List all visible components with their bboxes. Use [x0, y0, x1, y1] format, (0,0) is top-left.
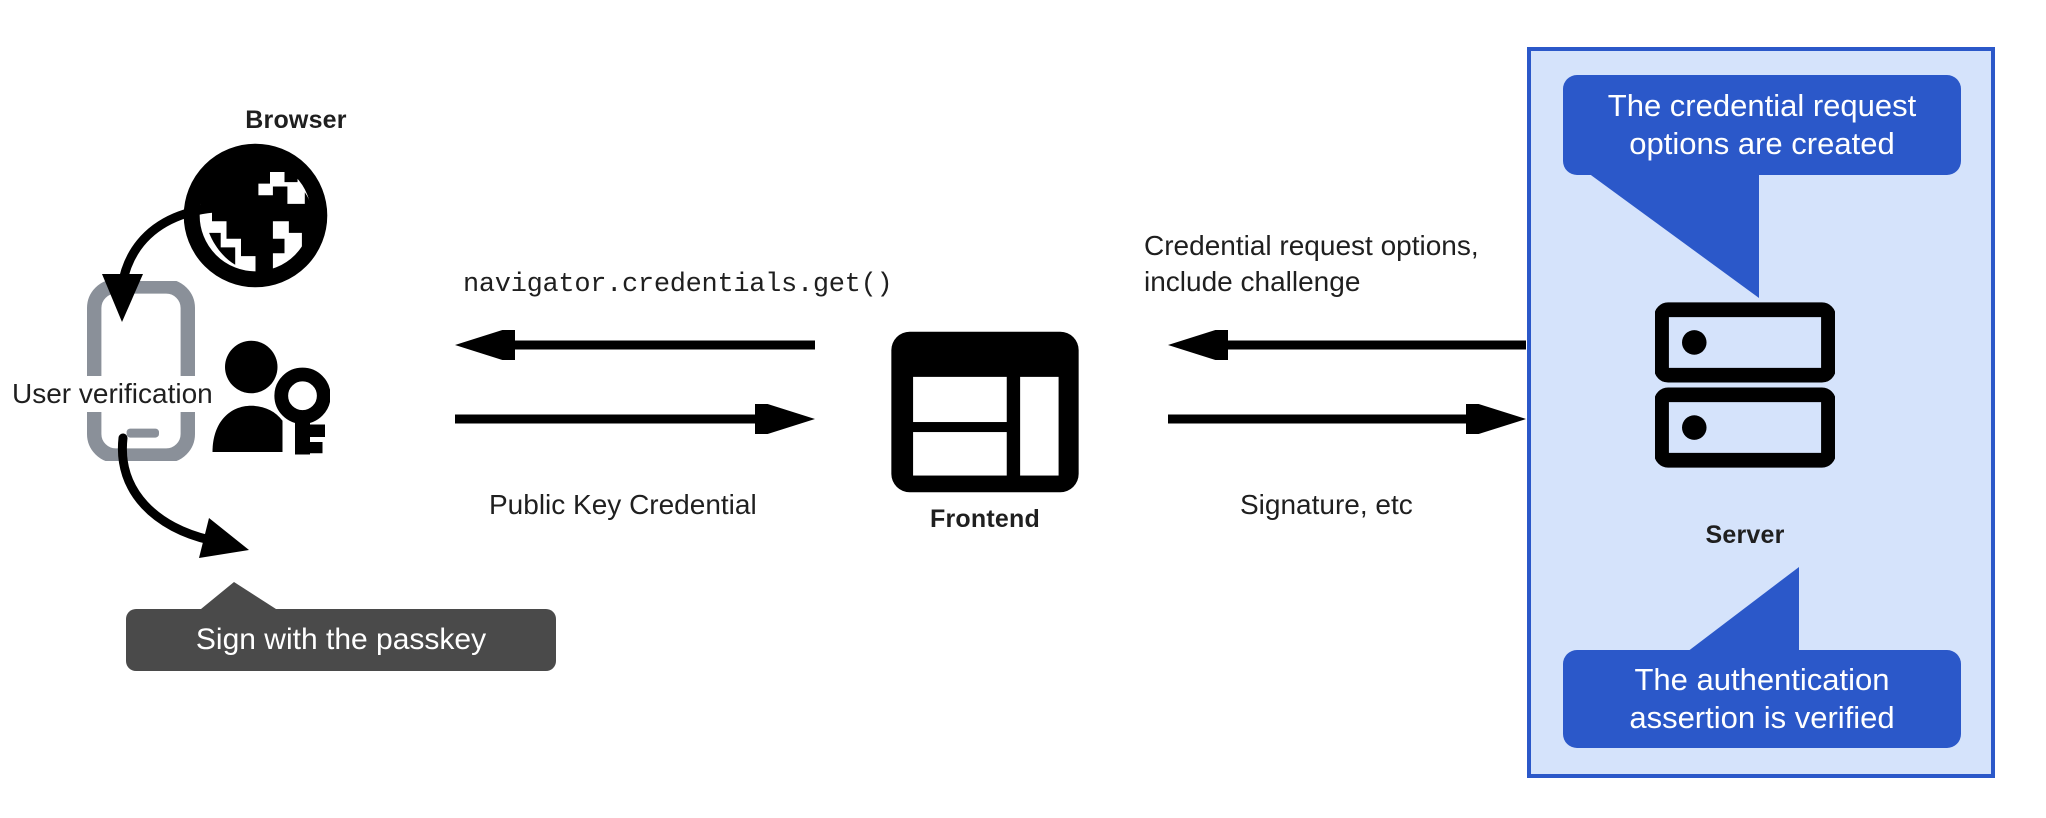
sign-passkey-callout: Sign with the passkey: [126, 609, 556, 671]
arrow-frontend-to-server-icon: [1168, 404, 1526, 434]
arrow-frontend-to-browser-icon: [455, 330, 815, 360]
arrow-browser-to-frontend-icon: [455, 404, 815, 434]
arrow-browser-to-phone-icon: [85, 190, 275, 350]
arrow-server-to-frontend-icon: [1168, 330, 1526, 360]
frontend-label: Frontend: [930, 505, 1040, 533]
signature-etc-label: Signature, etc: [1240, 489, 1413, 520]
user-with-key-icon: [205, 337, 330, 462]
credential-request-options-label: Credential request options, include chal…: [1144, 230, 1479, 297]
assertion-verified-callout: The authentication assertion is verified: [1563, 650, 1961, 748]
credential-options-callout: The credential request options are creat…: [1563, 75, 1961, 175]
navigator-credentials-get-label: navigator.credentials.get(): [463, 270, 893, 300]
server-rack-icon: [1655, 302, 1835, 468]
server-label: Server: [1705, 521, 1785, 549]
arrow-phone-to-user-icon: [95, 430, 305, 575]
browser-label: Browser: [245, 106, 347, 134]
public-key-credential-label: Public Key Credential: [489, 489, 757, 520]
user-verification-label: User verification: [10, 376, 215, 412]
dashboard-icon: [888, 328, 1082, 496]
phone-icon: [87, 281, 195, 461]
